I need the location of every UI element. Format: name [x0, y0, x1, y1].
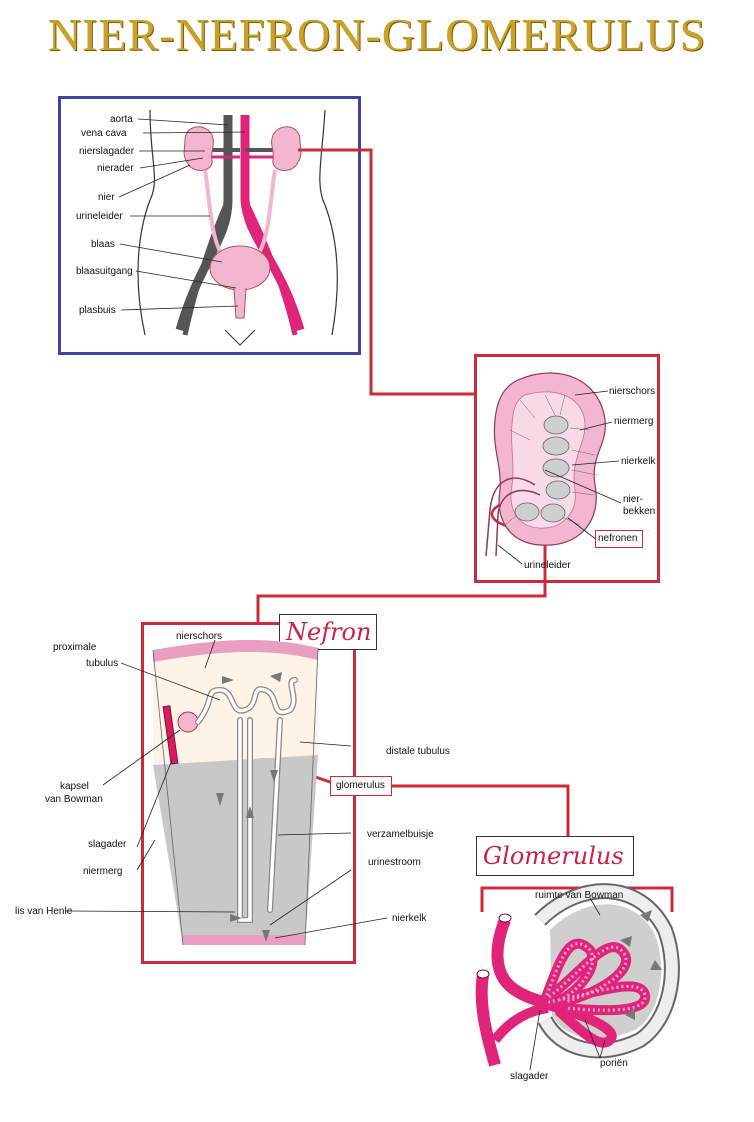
- label-nierbekken-1: nier-: [623, 494, 644, 505]
- label-kapsel: kapsel: [60, 781, 89, 792]
- label-niermerg-kidney: niermerg: [614, 416, 654, 427]
- label-slagader-glomerulus: slagader: [510, 1071, 549, 1082]
- label-nierbekken-2: bekken: [623, 506, 656, 517]
- nefronen-label-box: nefronen: [595, 530, 643, 548]
- glomerulus-label-box: glomerulus: [330, 776, 392, 796]
- label-nier: nier: [98, 192, 115, 203]
- body-panel-frame: [58, 96, 361, 355]
- label-slagader-nephron: slagader: [88, 839, 127, 850]
- label-blaasuitgang: blaasuitgang: [76, 266, 133, 277]
- label-tubulus: tubulus: [86, 658, 119, 669]
- label-nierkelk-nephron: nierkelk: [392, 913, 427, 924]
- label-nierschors-nephron: nierschors: [176, 631, 223, 642]
- label-aorta: aorta: [110, 114, 133, 125]
- label-nierkelk-kidney: nierkelk: [621, 456, 656, 467]
- label-blaas: blaas: [91, 239, 115, 250]
- label-nierslagader: nierslagader: [79, 146, 135, 157]
- label-porien: poriën: [600, 1058, 628, 1069]
- label-vena-cava: vena cava: [81, 128, 127, 139]
- label-nefronen: nefronen: [598, 533, 638, 544]
- label-lis-van-henle: lis van Henle: [15, 906, 73, 917]
- label-ruimte-van-bowman: ruimte van Bowman: [535, 890, 624, 901]
- nephron-heading: Nefron: [279, 614, 377, 650]
- label-verzamelbuisje: verzamelbuisje: [367, 829, 434, 840]
- label-van-bowman: van Bowman: [45, 794, 103, 805]
- label-proximale: proximale: [53, 642, 97, 653]
- kidney-panel-frame: [474, 354, 660, 583]
- glomerulus-heading: Glomerulus: [476, 836, 634, 876]
- label-urinestroom: urinestroom: [368, 857, 421, 868]
- label-plasbuis: plasbuis: [79, 305, 116, 316]
- label-urineleider-body: urineleider: [76, 211, 123, 222]
- label-urineleider-kidney: urineleider: [524, 560, 571, 571]
- label-nierader: nierader: [97, 163, 134, 174]
- page-title: NIER-NEFRON-GLOMERULUS: [47, 9, 707, 60]
- label-nierschors-kidney: nierschors: [609, 386, 656, 397]
- label-niermerg-nephron: niermerg: [83, 866, 123, 877]
- label-distale-tubulus: distale tubulus: [386, 746, 450, 757]
- label-glomerulus: glomerulus: [336, 780, 385, 791]
